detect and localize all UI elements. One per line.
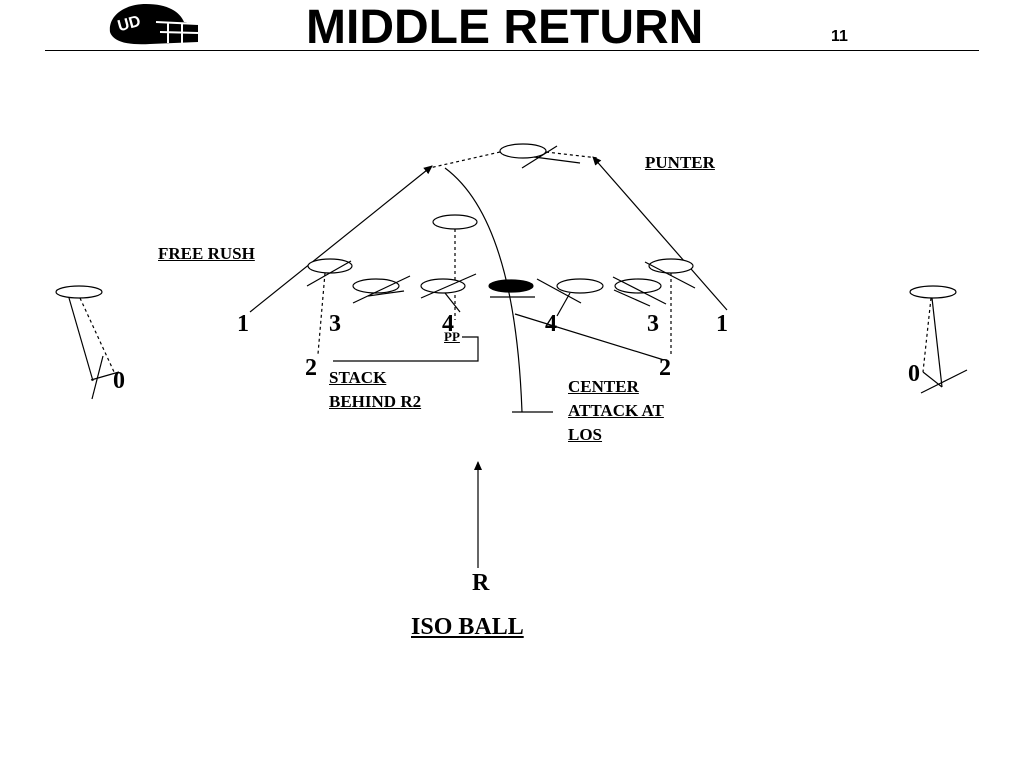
label-play-name: ISO BALL (411, 614, 524, 640)
punter-oval (499, 143, 547, 159)
left-wing-oval (307, 258, 353, 274)
center-oval (488, 279, 534, 293)
free-rush-right-arrow (592, 156, 728, 311)
player-number-right-2: 2 (659, 355, 671, 381)
player-number-left-4: 4 (442, 311, 454, 337)
left-gunner-oval (55, 285, 103, 299)
label-pp: PP (444, 329, 460, 344)
page-number: 11 (831, 28, 848, 45)
right-guard-oval (556, 278, 604, 294)
player-number-left-3: 3 (329, 311, 341, 337)
left-tackle-oval (352, 278, 400, 294)
svg-text:UD: UD (116, 13, 143, 35)
punt-dash-left (424, 151, 501, 170)
player-number-right-0: 0 (908, 361, 920, 387)
label-free-rush: FREE RUSH (158, 244, 255, 263)
football-helmet-icon: UD (109, 4, 199, 45)
punt-dash-right (545, 151, 599, 159)
right-gunner-oval (909, 285, 957, 299)
right-tackle-oval (614, 278, 662, 294)
right-wing-oval (648, 258, 694, 274)
player-number-left-2: 2 (305, 355, 317, 381)
player-number-right-4: 4 (545, 311, 557, 337)
player-number-right-1: 1 (716, 311, 728, 337)
punter-block-mark (521, 145, 558, 169)
page-title: MIDDLE RETURN (306, 1, 704, 54)
stack-bracket (333, 336, 479, 362)
protector-oval (432, 214, 478, 230)
ball-flight-arc (444, 167, 523, 413)
label-center-attack: CENTER ATTACK AT LOS (568, 377, 664, 444)
player-number-left-1: 1 (237, 311, 249, 337)
label-punter: PUNTER (645, 153, 715, 172)
left-guard-oval (420, 278, 466, 294)
player-number-right-3: 3 (647, 311, 659, 337)
punter-block-line (533, 156, 581, 164)
label-returner: R (472, 570, 490, 596)
header-divider (45, 50, 979, 51)
label-stack: STACK BEHIND R2 (329, 368, 422, 411)
free-rush-left-arrow (249, 165, 433, 313)
player-number-left-0: 0 (113, 368, 125, 394)
